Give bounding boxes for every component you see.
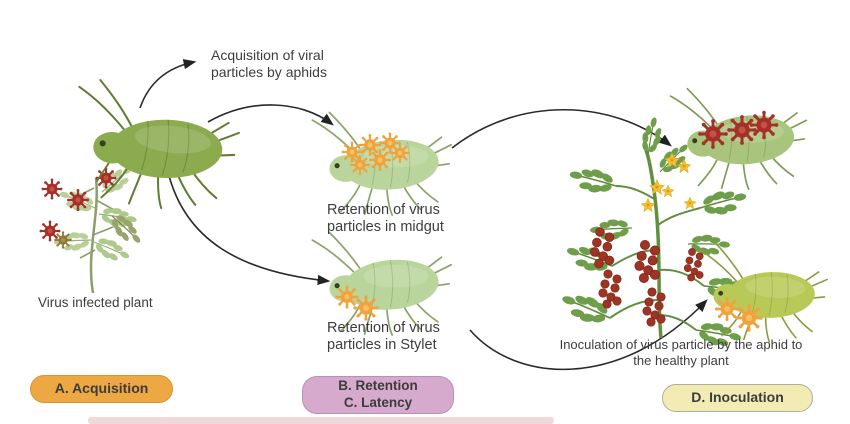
inoculation-stage-badge: D. Inoculation (662, 384, 813, 412)
midgut-to-plant-arrow (451, 108, 672, 149)
aphid-retention-midgut (311, 111, 452, 216)
to-midgut-arrow (207, 104, 334, 126)
retention-stylet-caption: Retention of virus particles in Stylet (327, 320, 440, 354)
acquisition-annotation: Acquisition of viral particles by aphids (211, 47, 327, 80)
aphid-inoculating-plant (669, 87, 808, 190)
to-stylet-arrow (167, 171, 331, 286)
inoculation-stage-label: D. Inoculation (691, 389, 784, 406)
retention-stage-label: B. Retention (338, 378, 418, 394)
latency-stage-label: C. Latency (343, 395, 413, 410)
retention-latency-stage-badge: B. Retention C. Latency (302, 376, 454, 414)
stylet-to-aphid-arrow (469, 299, 708, 371)
acquisition-stage-label: A. Acquisition (54, 380, 149, 397)
inoculation-annotation: Inoculation of virus particle by the aph… (559, 337, 803, 368)
infected-plant-caption: Virus infected plant (38, 295, 153, 310)
acquisition-stage-badge: A. Acquisition (30, 375, 173, 403)
virus-infected-plant-illustration (38, 160, 147, 294)
retention-midgut-caption: Retention of virus particles in midgut (327, 202, 444, 236)
aphid-on-infected-plant (66, 76, 244, 217)
healthy-plant-illustration (556, 114, 755, 354)
acquisition-arrow (139, 59, 197, 109)
bottom-decorative-strip (88, 417, 554, 424)
